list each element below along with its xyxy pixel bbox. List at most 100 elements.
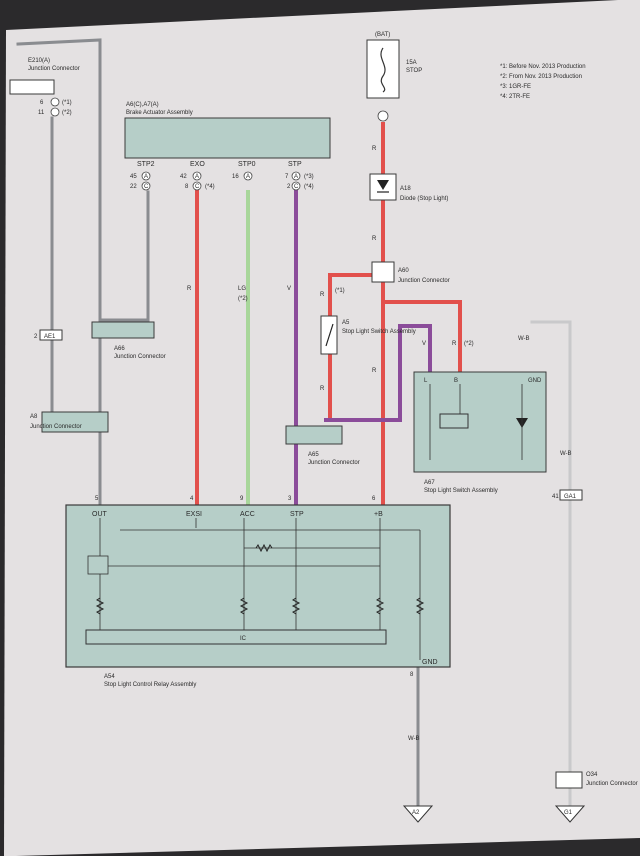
wire-label-r-switch: R	[320, 292, 325, 298]
stop-light-switch-a67: L B GND A67 Stop Light Switch Assembly	[413, 371, 547, 494]
wire-label-r-main-1: R	[372, 146, 377, 152]
brake-row2-mark-2	[192, 181, 202, 191]
brake-row1-num-2: 42	[180, 174, 187, 180]
wire-label-r-b-note: (*2)	[464, 341, 474, 347]
junction-e210-pin1: 6	[40, 100, 44, 106]
relay-box	[65, 504, 451, 668]
ground-g1-symbol	[554, 805, 586, 823]
brake-row2-conn-2: C	[195, 184, 200, 190]
relay-resistor-top	[255, 543, 273, 553]
brake-row2-num-1: 22	[130, 184, 137, 190]
junction-o34-code: O34	[586, 772, 598, 778]
switch-a5-name: Stop Light Switch Assembly	[342, 329, 416, 335]
junction-e210-pin2: 11	[38, 110, 45, 116]
fuse-rating: 15A	[406, 60, 417, 66]
junction-e210-pin1-note: (*1)	[62, 100, 72, 106]
junction-e210-name: Junction Connector	[28, 66, 80, 72]
junction-connector-a60: A60 Junction Connector	[371, 261, 450, 284]
junction-a65-code: A65	[308, 452, 319, 458]
brake-actuator-assembly: A6(C),A7(A) Brake Actuator Assembly STP2…	[124, 102, 331, 191]
switch-a67-name: Stop Light Switch Assembly	[424, 488, 498, 494]
switch-a67-terminal-l: L	[424, 378, 428, 384]
brake-pin-stp2: STP2	[137, 161, 155, 168]
wire-label-r-switch-note: (*1)	[335, 288, 345, 294]
connector-ae1-pin: 2	[34, 334, 38, 340]
note-1: *1: Before Nov. 2013 Production	[500, 64, 586, 70]
fuse-pin-mark	[377, 110, 389, 122]
junction-a65-box	[285, 425, 343, 445]
relay-terminal-out: OUT	[92, 511, 108, 518]
brake-row2-mark-1	[141, 181, 151, 191]
relay-resistor-stp	[291, 597, 301, 615]
wire-label-r-b: R	[452, 341, 457, 347]
brake-row1-mark-1	[141, 171, 151, 181]
relay-ic-box	[85, 629, 387, 645]
switch-a67-box	[413, 371, 547, 473]
fuse-element	[380, 47, 386, 93]
junction-e210-code: E210(A)	[28, 58, 50, 64]
brake-row1-num-4: 7	[285, 174, 289, 180]
connector-ae1-label: AE1	[44, 334, 56, 340]
wire-violet-l	[324, 324, 432, 422]
relay-pin-b: 6	[372, 496, 376, 502]
junction-e210-pin1-mark	[50, 97, 60, 107]
junction-a8-code: A8	[30, 414, 38, 420]
junction-a65-name: Junction Connector	[308, 460, 360, 466]
junction-a8-name: Junction Connector	[30, 424, 82, 430]
fuse-box	[366, 39, 400, 99]
relay-pin-gnd: 8	[410, 672, 414, 678]
connector-ae1-box	[39, 329, 63, 341]
relay-resistor-acc	[239, 597, 249, 615]
wire-label-r-main-2: R	[372, 236, 377, 242]
diode-name: Diode (Stop Light)	[400, 196, 448, 202]
wire-label-r-exo: R	[187, 286, 192, 292]
brake-row1-conn-2: A	[195, 174, 199, 180]
note-2: *2: From Nov. 2013 Production	[500, 74, 582, 80]
relay-pin-acc: 9	[240, 496, 244, 502]
relay-terminal-b: +B	[374, 511, 383, 518]
connector-ga1-pin: 41	[552, 494, 559, 500]
relay-terminal-gnd: GND	[422, 659, 438, 666]
switch-a5-code: A5	[342, 320, 350, 326]
relay-pin-exsi: 4	[190, 496, 194, 502]
fuse-name: STOP	[406, 68, 422, 74]
relay-out-block	[87, 555, 109, 575]
wire-label-r-switch-2: R	[320, 386, 325, 392]
junction-connector-a65: A65 Junction Connector	[285, 425, 360, 466]
junction-a8-box	[41, 411, 109, 433]
relay-name: Stop Light Control Relay Assembly	[104, 682, 196, 688]
brake-row2-mark-4	[291, 181, 301, 191]
junction-a60-name: Junction Connector	[398, 278, 450, 284]
switch-a67-terminal-b: B	[454, 378, 458, 384]
switch-a67-code: A67	[424, 480, 435, 486]
fuse-15a-stop: (BAT) 15A STOP	[366, 32, 422, 122]
relay-terminal-exsi: EXSI	[186, 511, 202, 518]
relay-ic-label: IC	[240, 636, 247, 642]
diode-a18: A18 Diode (Stop Light)	[369, 173, 448, 202]
switch-a67-coil	[439, 413, 469, 429]
stop-light-switch-a5: A5 Stop Light Switch Assembly	[320, 315, 416, 355]
wire-label-v-stp: V	[287, 286, 291, 292]
junction-e210-box	[9, 79, 55, 95]
brake-row1-mark-2	[192, 171, 202, 181]
relay-resistors	[95, 543, 425, 615]
ground-symbols: A2 G1	[402, 805, 586, 823]
brake-row2-note-2: (*4)	[205, 184, 215, 190]
connector-ga1-box	[559, 489, 583, 501]
brake-row1-num-3: 16	[232, 174, 239, 180]
brake-row1-conn-3: A	[246, 174, 250, 180]
brake-actuator-box	[124, 117, 331, 159]
wire-label-wb-right: W-B	[560, 451, 572, 457]
relay-terminal-stp: STP	[290, 511, 304, 518]
relay-resistor-gnd	[415, 597, 425, 615]
junction-a60-box	[371, 261, 395, 283]
brake-row2-num-2: 8	[185, 184, 189, 190]
relay-code: A54	[104, 674, 115, 680]
junction-o34-name: Junction Connector	[586, 781, 638, 787]
wire-label-lg: LG	[238, 286, 246, 292]
junction-a66-code: A66	[114, 346, 125, 352]
connector-ga1-label: GA1	[564, 494, 577, 500]
relay-resistor-out	[95, 597, 105, 615]
brake-actuator-name: Brake Actuator Assembly	[126, 110, 193, 116]
junction-e210-pin2-mark	[50, 107, 60, 117]
